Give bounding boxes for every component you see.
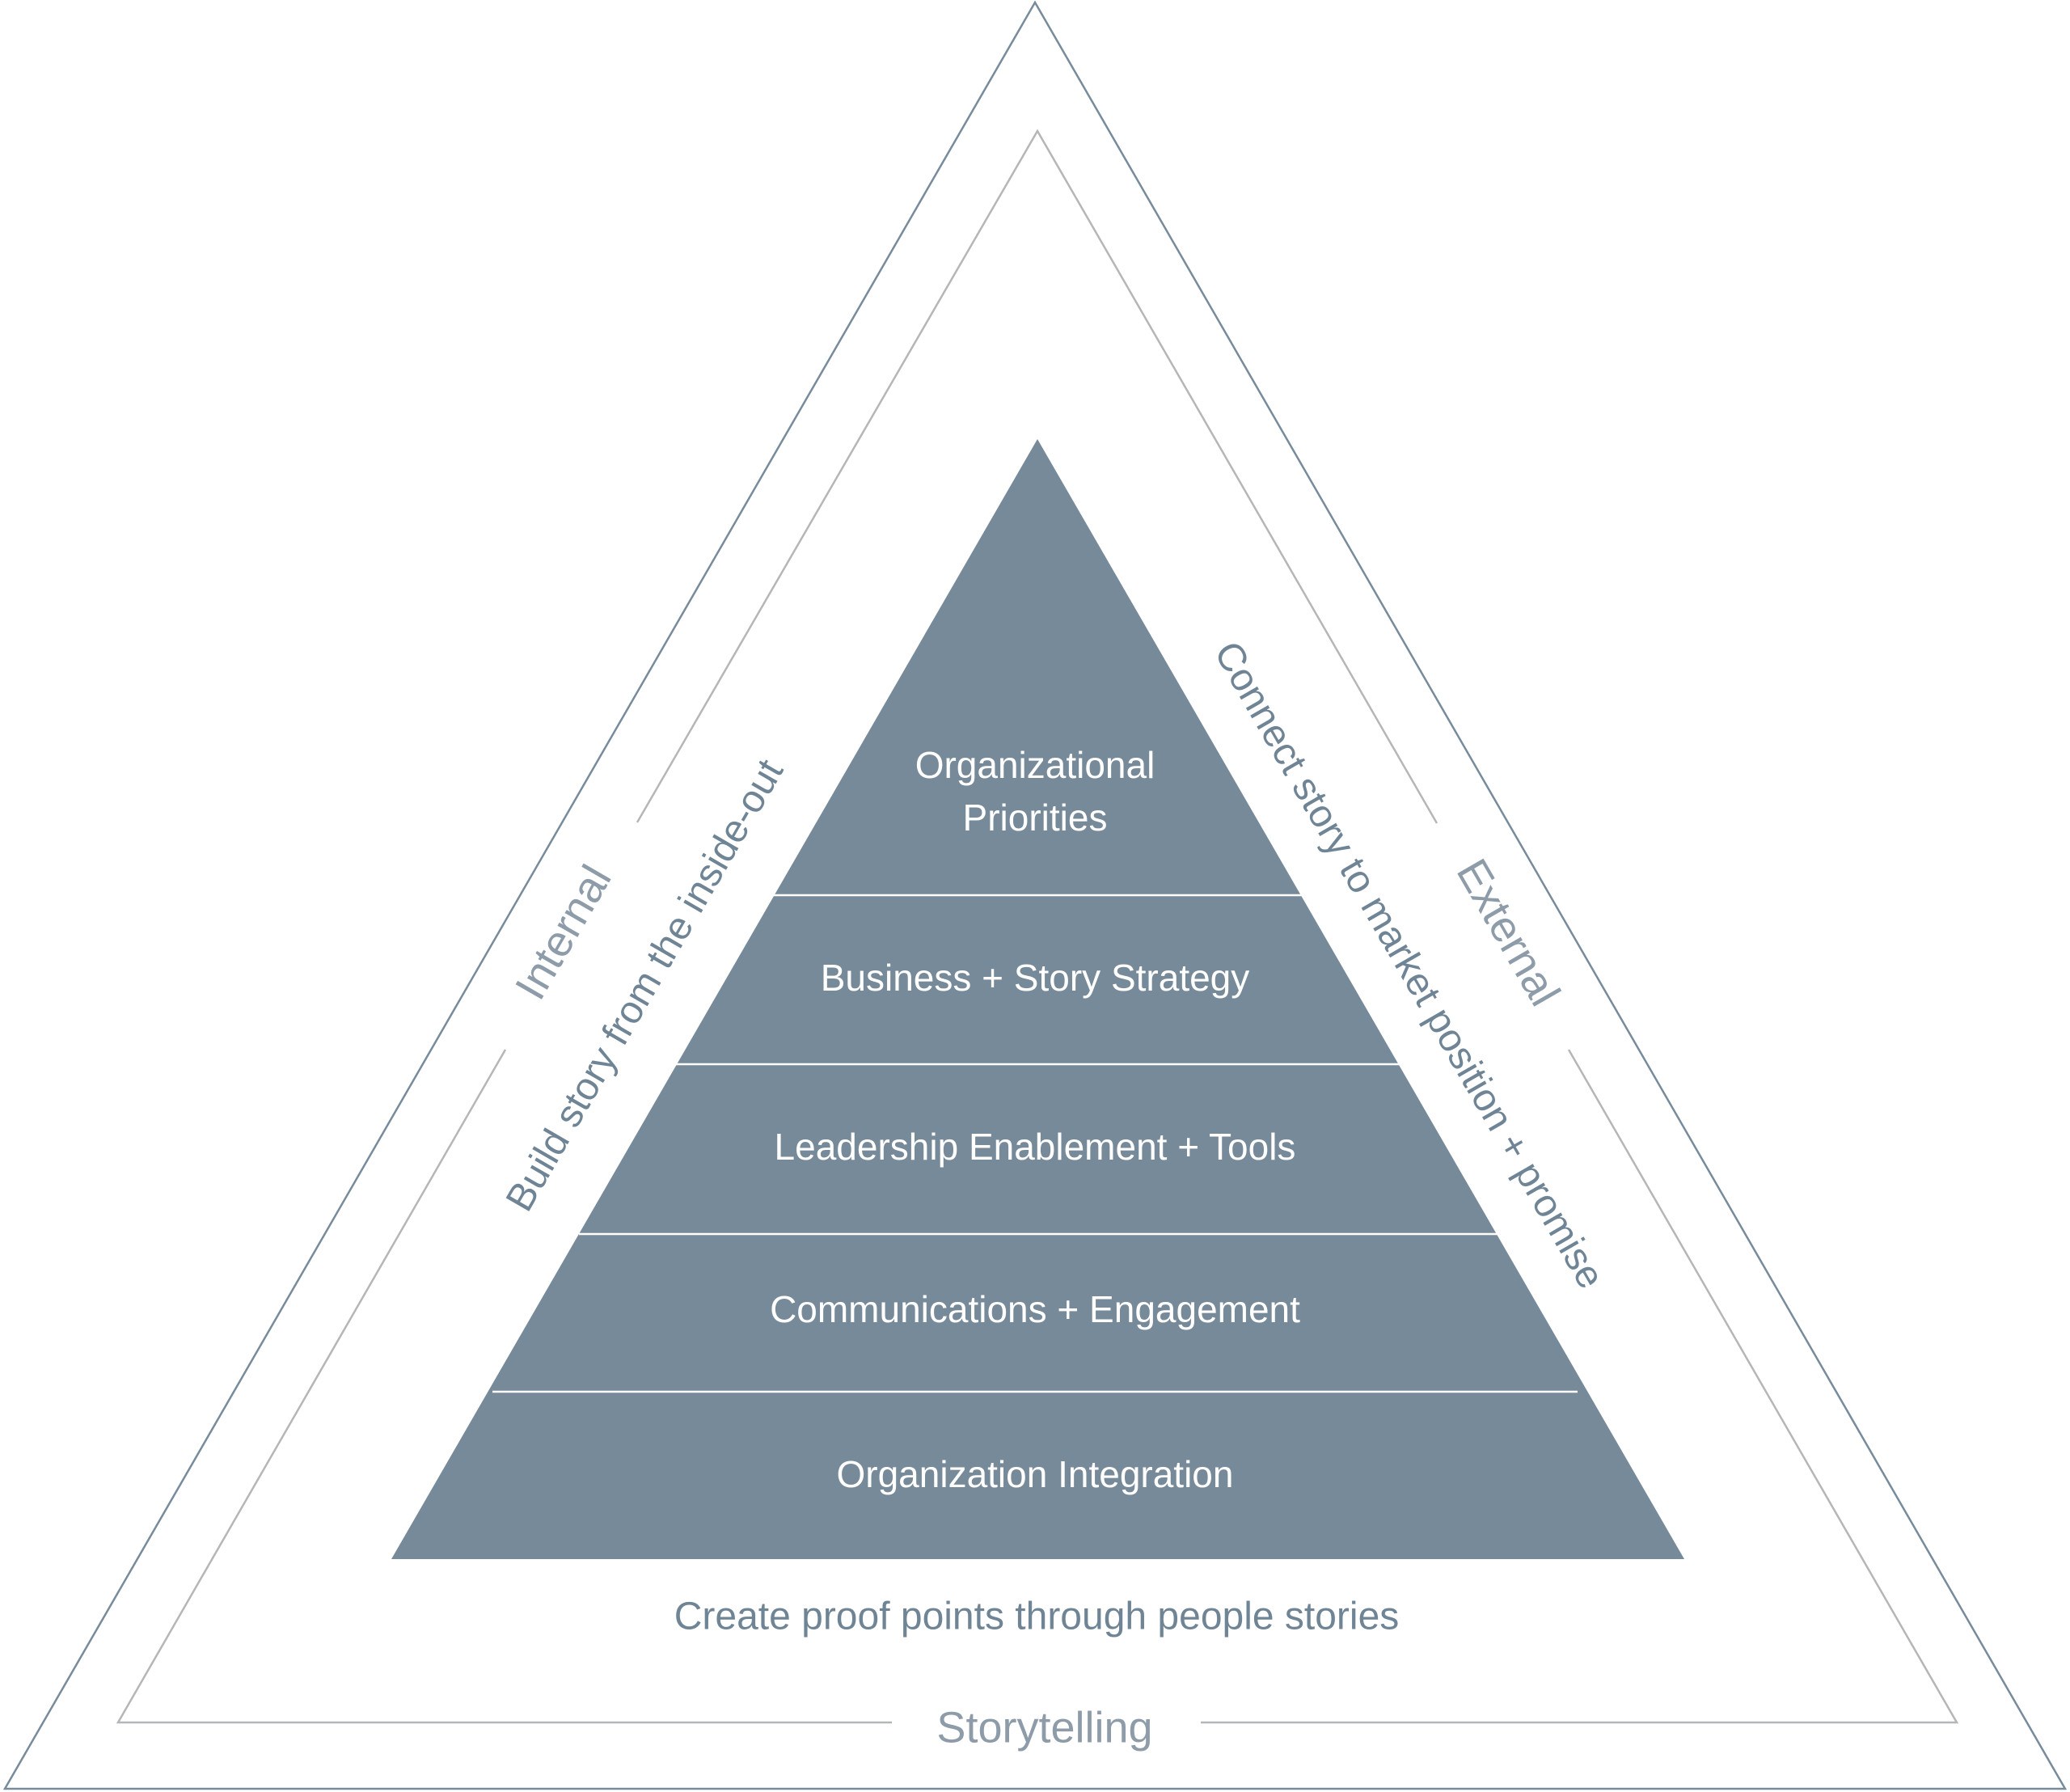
middle-triangle <box>116 129 1959 1724</box>
layer-label-strategy: Business + Story Strategy <box>821 957 1250 999</box>
storytelling-label: Storytelling <box>936 1703 1152 1752</box>
base-label: Create proof points through people stori… <box>674 1595 1400 1638</box>
inner-pyramid <box>391 439 1684 1559</box>
layer-label-communications: Communications + Engagement <box>770 1288 1300 1330</box>
external-label: External <box>1447 851 1569 1014</box>
layer-label-leadership: Leadership Enablement + Tools <box>775 1126 1296 1168</box>
pyramid-dividers <box>492 894 1578 1393</box>
layer-label-priorities-line1: Organizational <box>915 744 1155 786</box>
layer-label-integration: Organization Integration <box>837 1453 1234 1495</box>
internal-label: Internal <box>506 857 621 1008</box>
layer-label-priorities-line2: Priorities <box>963 797 1108 839</box>
